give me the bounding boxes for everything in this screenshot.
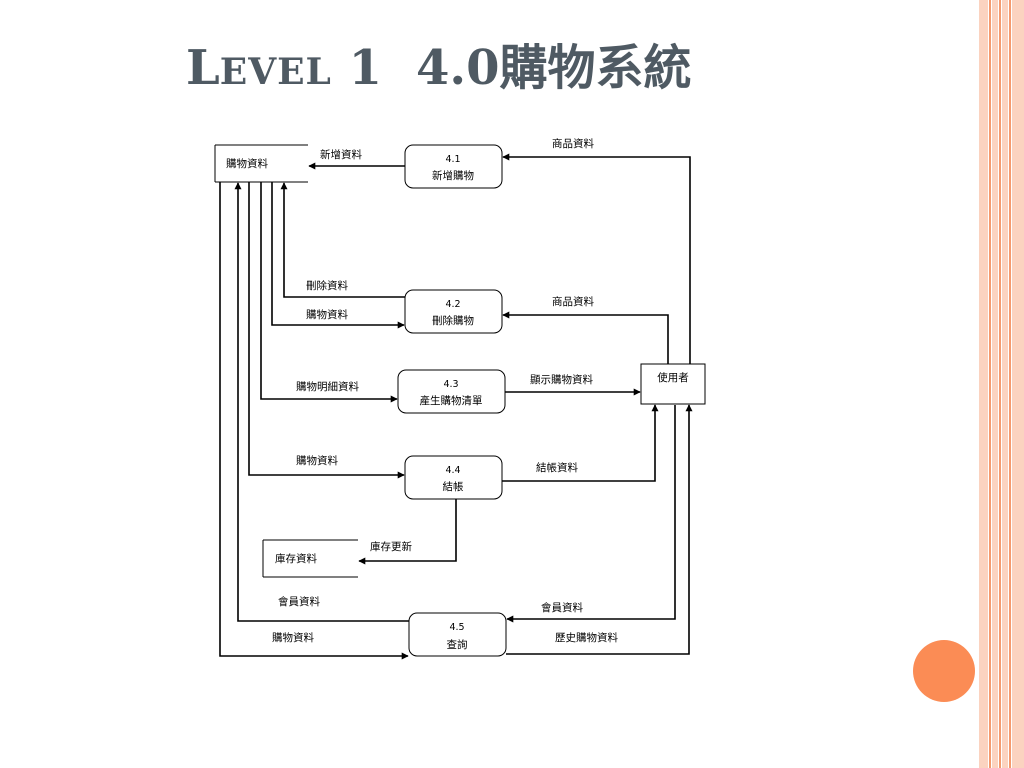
border-light-strip-1 — [979, 0, 988, 768]
process-4-3: 4.3 產生購物清單 — [397, 369, 506, 414]
flow-f12-label: 購物資料 — [272, 631, 314, 644]
flow-f6-label: 購物明細資料 — [296, 380, 359, 393]
flow-f2-arrow — [502, 153, 691, 364]
flow-f9-arrow — [502, 404, 659, 482]
process-4-1-number: 4.1 — [445, 154, 460, 165]
decorative-orange-circle — [913, 640, 975, 702]
flow-f8-arrow — [248, 182, 405, 479]
store-inventory: 庫存資料 — [262, 539, 358, 578]
border-light-strip-2 — [992, 0, 998, 768]
store-inventory-label: 庫存資料 — [275, 552, 317, 565]
flow-f3-arrow — [280, 182, 405, 298]
flow-f6-arrow — [260, 182, 398, 403]
flow-f7-label: 顯示購物資料 — [530, 373, 593, 386]
flow-f10-label: 庫存更新 — [370, 540, 412, 553]
title-prefix: L — [186, 40, 220, 96]
flow-f8-label: 購物資料 — [296, 454, 338, 467]
flow-f14-label: 歷史購物資料 — [555, 631, 618, 644]
process-4-5-number: 4.5 — [449, 622, 464, 633]
flow-f10-arrow — [358, 499, 457, 565]
process-4-4: 4.4 結帳 — [404, 455, 503, 500]
process-4-2-number: 4.2 — [445, 299, 460, 310]
store-shopping-label: 購物資料 — [226, 157, 268, 170]
slide-title: LEVEL 1 4.0購物系統 — [186, 40, 692, 98]
process-4-5: 4.5 查詢 — [408, 612, 507, 657]
flow-f4-arrow — [271, 182, 405, 329]
flow-f9-label: 結帳資料 — [536, 461, 578, 474]
process-4-4-number: 4.4 — [445, 465, 460, 476]
flow-f13-label: 會員資料 — [541, 601, 583, 614]
flow-f5-arrow — [502, 311, 669, 364]
flow-f4-label: 購物資料 — [306, 308, 348, 321]
flow-f11-label: 會員資料 — [278, 595, 320, 608]
flow-f11-arrow — [234, 182, 409, 622]
process-4-5-name: 查詢 — [447, 638, 468, 651]
process-4-4-name: 結帳 — [443, 480, 464, 493]
flow-f5-label: 商品資料 — [552, 295, 594, 308]
entity-user: 使用者 — [640, 363, 706, 405]
flow-f12-arrow — [219, 182, 409, 660]
border-light-strip-4 — [1012, 0, 1024, 768]
flow-f2-label: 商品資料 — [552, 137, 594, 150]
title-smallcaps: EVEL — [219, 51, 332, 93]
border-accent-line-2 — [999, 0, 1001, 768]
flow-f1-label: 新增資料 — [320, 148, 362, 161]
title-level-number: 1 — [348, 40, 382, 96]
process-4-2-name: 刪除購物 — [432, 314, 474, 327]
process-4-1: 4.1 新增購物 — [404, 144, 503, 189]
process-4-2: 4.2 刪除購物 — [404, 289, 503, 334]
process-4-3-number: 4.3 — [443, 379, 458, 390]
flow-f3-label: 刪除資料 — [306, 279, 348, 292]
border-accent-line-1 — [989, 0, 991, 768]
process-4-3-name: 產生購物清單 — [420, 394, 483, 407]
process-4-1-name: 新增購物 — [432, 169, 474, 182]
title-system: 4.0購物系統 — [416, 40, 692, 96]
flow-f14-arrow — [506, 404, 693, 655]
border-accent-line-3 — [1009, 0, 1011, 768]
store-shopping: 購物資料 — [214, 144, 308, 183]
entity-user-label: 使用者 — [657, 371, 689, 384]
flow-f13-arrow — [506, 405, 676, 623]
border-light-strip-3 — [1002, 0, 1008, 768]
